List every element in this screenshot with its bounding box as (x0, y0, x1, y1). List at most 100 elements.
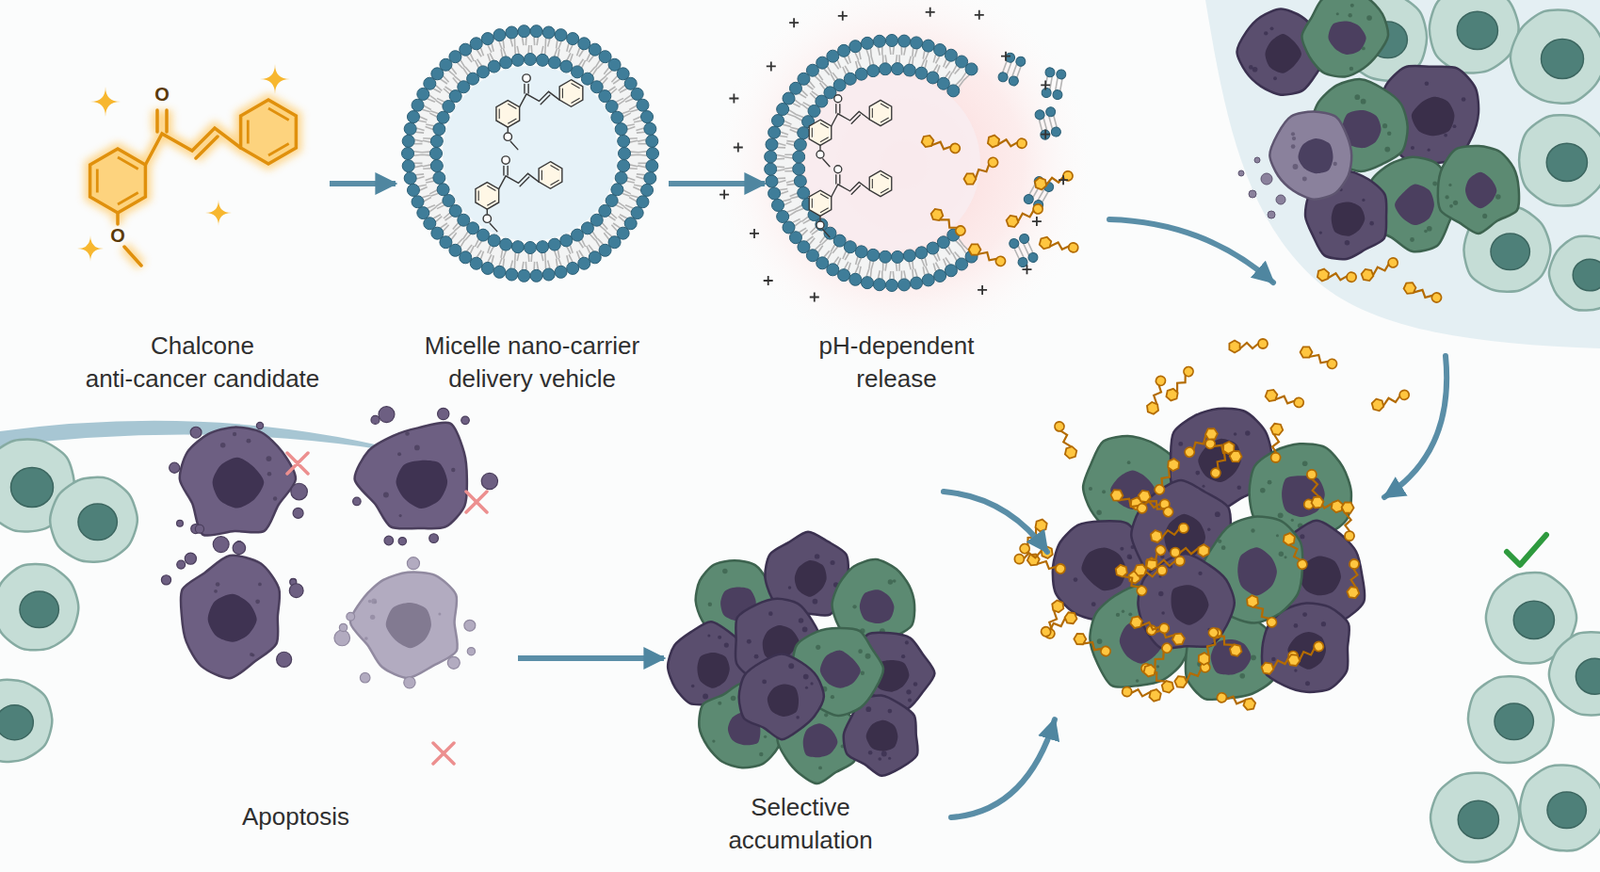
illustration-part (1113, 563, 1130, 580)
illustration-part (646, 160, 659, 173)
drug-molecule (1139, 659, 1177, 696)
illustration-part (208, 594, 258, 643)
illustration-part (717, 635, 722, 640)
illustration-part (1156, 565, 1167, 576)
illustration-part (402, 134, 415, 147)
illustration-part (849, 273, 862, 286)
illustration-part (371, 597, 377, 604)
ruptured-micelle (719, 7, 1080, 303)
illustration-part (373, 600, 377, 604)
illustration-part (764, 150, 777, 163)
illustration-part (903, 249, 916, 262)
illustration-part (404, 172, 417, 185)
caption-block: Micelle nano-carrier delivery vehicle (395, 329, 669, 396)
illustration-part (423, 217, 437, 230)
illustration-part (1182, 445, 1196, 459)
illustration-part (953, 224, 968, 238)
illustration-part (691, 684, 695, 689)
illustration-part (1276, 194, 1286, 205)
illustration-part (1572, 258, 1600, 291)
illustration-part (860, 671, 865, 676)
illustration-part (1432, 181, 1438, 187)
illustration-part (1384, 146, 1390, 153)
illustration-part (1197, 571, 1202, 576)
illustration-part (542, 268, 555, 281)
illustration-part (881, 751, 888, 758)
illustration-part (866, 720, 899, 752)
illustration-part (1088, 486, 1093, 491)
illustration-part (934, 44, 947, 57)
illustration-part (220, 442, 227, 449)
illustration-part (1203, 636, 1218, 655)
illustration-part (865, 653, 872, 660)
illustration-part (1260, 173, 1273, 185)
illustration-part (1073, 577, 1079, 582)
illustration-part (1151, 385, 1164, 405)
illustration-part (1276, 533, 1279, 537)
illustration-part (1032, 203, 1045, 216)
healthy-cell (1549, 631, 1600, 715)
illustration-part (798, 617, 804, 623)
illustration-part (764, 162, 777, 176)
illustration-part (507, 83, 560, 149)
illustration-part (0, 564, 79, 650)
illustration-part (1349, 66, 1354, 71)
drug-molecule (1038, 234, 1080, 259)
illustration-part (1267, 480, 1273, 485)
illustration-part (1147, 497, 1166, 514)
illustration-part (820, 104, 870, 167)
illustration-part (548, 238, 561, 251)
illustration-part (1173, 374, 1190, 392)
illustration-part (1371, 263, 1390, 275)
illustration-part (1270, 452, 1281, 463)
illustration-part (1289, 543, 1302, 563)
drug-molecule (1303, 494, 1344, 515)
illustration-part (1007, 237, 1020, 250)
illustration-part (1325, 357, 1340, 372)
illustration-part (965, 63, 978, 76)
illustration-part (1178, 441, 1183, 447)
illustration-part (1156, 664, 1160, 668)
illustration-part (1121, 610, 1125, 614)
illustration-part (611, 183, 624, 196)
illustration-part (1121, 686, 1133, 698)
illustration-part (276, 651, 292, 667)
healthy-cell (1510, 9, 1600, 103)
drug-molecule (1172, 661, 1213, 690)
illustration-part (1494, 703, 1534, 741)
membrane-fragment (1034, 106, 1063, 142)
illustration-part (1402, 280, 1418, 297)
illustration-part (1101, 489, 1106, 494)
illustration-part (1575, 658, 1600, 695)
illustration-part (618, 147, 631, 161)
encapsulated-molecule (475, 156, 563, 232)
illustration-part (1150, 650, 1167, 668)
illustration-part (1429, 0, 1520, 74)
illustration-part (1237, 484, 1242, 489)
illustration-part (1297, 647, 1317, 661)
illustration-part (404, 677, 416, 689)
illustration-part (1465, 172, 1497, 210)
illustration-part (1195, 650, 1213, 666)
illustration-part (117, 110, 242, 266)
illustration-part (292, 507, 304, 518)
illustration-part (1034, 109, 1046, 121)
illustration-part (1427, 148, 1431, 152)
illustration-part (816, 150, 825, 159)
illustration-part (1345, 271, 1358, 283)
illustration-part (411, 98, 424, 112)
illustration-part (1213, 451, 1229, 469)
drug-molecule (1265, 422, 1285, 463)
illustration-part (1258, 339, 1268, 349)
illustration-part (414, 445, 421, 452)
illustration-part (1336, 12, 1340, 16)
wrap-spacer (271, 329, 330, 347)
illustration-part (1067, 242, 1080, 254)
illustration-part (1152, 483, 1166, 497)
illustration-part (1312, 640, 1326, 653)
illustration-part (402, 147, 415, 161)
illustration-part (910, 36, 923, 49)
illustration-part (868, 750, 873, 756)
illustration-part (1203, 425, 1220, 442)
illustration-part (805, 686, 809, 690)
